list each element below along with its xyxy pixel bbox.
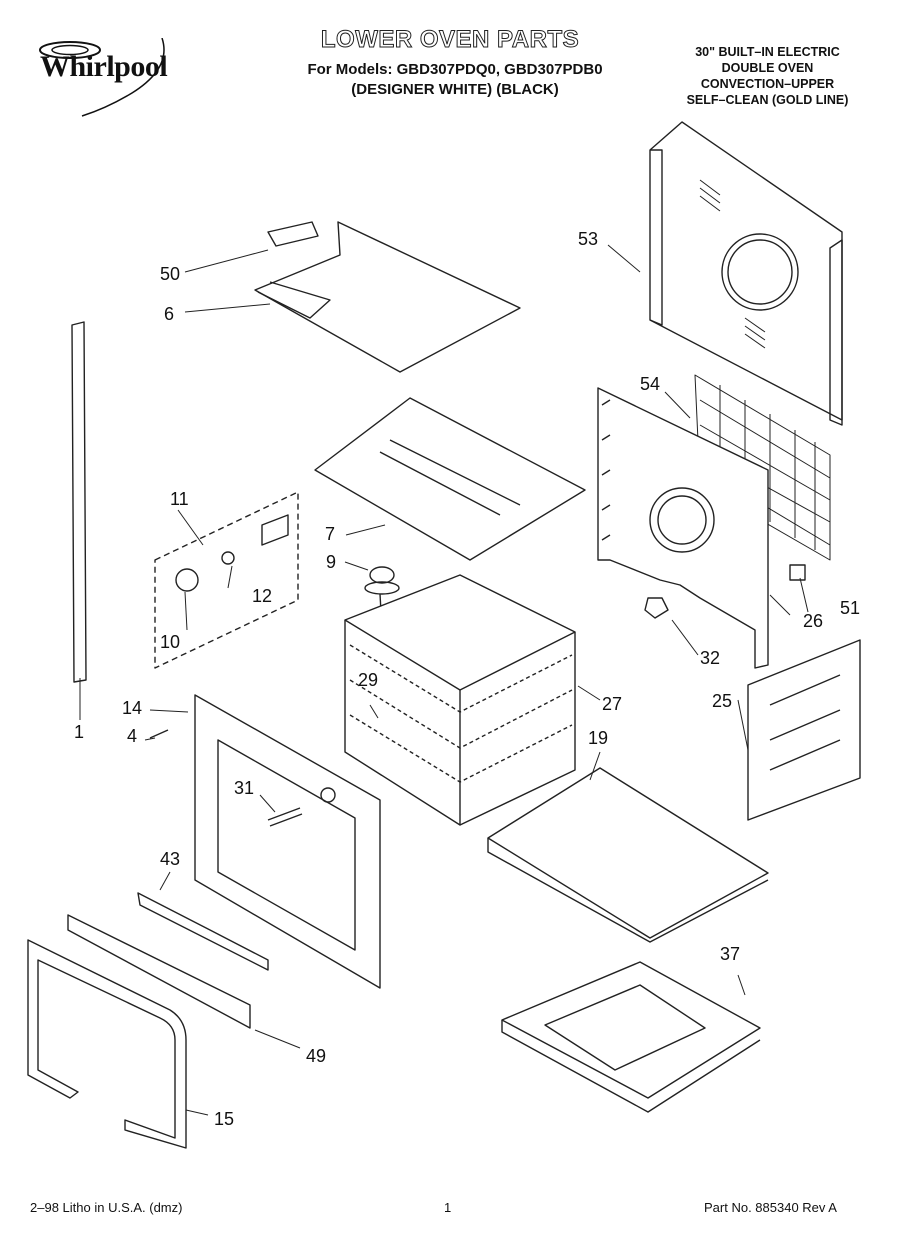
spec-line: SELF–CLEAN (GOLD LINE) [686,93,849,107]
part-number: Part No. 885340 Rev A [704,1200,837,1215]
callout-26: 26 [803,611,823,631]
callout-32: 50 [160,264,180,284]
callout-9: 9 [326,552,336,572]
callout-4: 4 [127,726,137,746]
callout-14: 14 [122,698,142,718]
callout-54: 54 [640,374,660,394]
callout-29: 29 [358,670,378,690]
models-line: For Models: GBD307PDQ0, GBD307PDB0 [307,61,603,78]
callout-6: 6 [164,304,174,324]
side-panel-part [747,639,861,821]
callout-25: 25 [712,691,732,711]
screw-part [149,729,169,739]
callout-50: 53 [578,229,598,249]
callout-49: 43 [160,849,180,869]
trim-strip-part [71,321,87,683]
top-panel-part [254,221,521,373]
convection-plate-part [597,387,769,669]
callout-15: 15 [214,1109,234,1129]
product-spec: 30" BUILT–IN ELECTRIC DOUBLE OVEN CONVEC… [660,44,875,108]
page-title: LOWER OVEN PARTS [320,26,580,54]
clip-part [789,564,806,581]
door-gasket-part [27,939,187,1149]
oven-cavity-part [344,574,576,826]
callout-31: 31 [234,778,254,798]
vent-trim-part [67,914,251,1029]
footer-litho: 2–98 Litho in U.S.A. (dmz) [30,1200,183,1215]
vent-part [137,892,269,971]
callout-12: 12 [252,586,272,606]
callout-19: 19 [588,728,608,748]
bottom-tray-part [501,961,761,1113]
callout-10: 10 [160,632,180,652]
switch-part [261,514,289,546]
spec-line: DOUBLE OVEN [721,61,814,75]
callout-43: 37 [720,944,740,964]
callout-7: 7 [325,524,335,544]
color-line: (DESIGNER WHITE) (BLACK) [351,81,559,98]
motor-bracket-part [644,597,669,619]
knob-insert-part [221,551,235,565]
control-knob-part [175,568,199,592]
brand-name: Whirlpool [40,50,168,83]
callout-1: 1 [74,722,84,742]
callout-11: 11 [170,489,189,509]
knob-group-outline [154,491,299,669]
model-list: For Models: GBD307PDQ0, GBD307PDB0 (DESI… [300,60,610,100]
callout-51: 49 [306,1046,326,1066]
heat-shield-part [314,397,586,561]
whirlpool-logo [39,38,165,117]
spec-line: 30" BUILT–IN ELECTRIC [695,45,840,59]
rear-panel-part [649,121,843,426]
spec-line: CONVECTION–UPPER [700,77,835,91]
callout-37: 32 [700,648,720,668]
callout-leaders [79,244,809,1116]
callout-27: 27 [602,694,622,714]
page-number: 1 [444,1200,452,1215]
hinge-pin-part [267,807,303,827]
front-frame-part [194,694,381,989]
bottom-panel-part [487,767,769,943]
callout-53: 51 [840,598,860,618]
